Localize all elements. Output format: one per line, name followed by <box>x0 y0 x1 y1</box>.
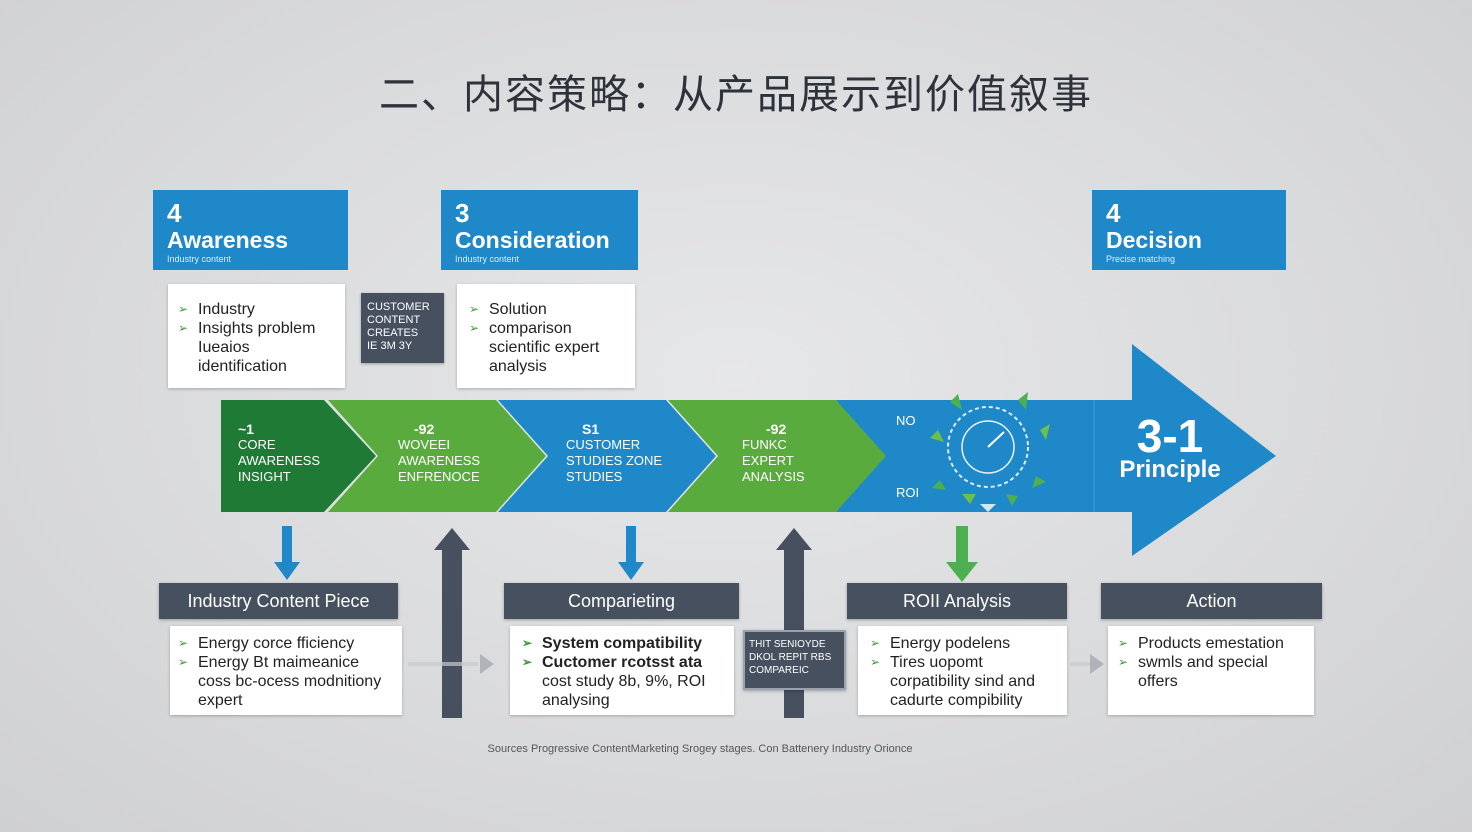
down-arrow-green <box>946 526 978 582</box>
down-arrow-blue-1 <box>274 526 300 580</box>
list-item: Solution <box>469 300 625 319</box>
tag-line: CONTENT <box>367 314 421 326</box>
list-item: Insights problem <box>178 319 335 338</box>
chevron-label-2: -92 WOVEEI AWARENESS ENFRENOCE <box>398 421 508 485</box>
chevron-number: -92 <box>766 421 787 437</box>
stage-name: Decision <box>1106 227 1202 253</box>
list-item: scientific expert <box>489 339 600 356</box>
stage-awareness-header: 4 Awareness Industry content <box>153 190 348 270</box>
roi-bottom-label: ROI <box>896 485 920 500</box>
list-item: cadurte compibility <box>890 692 1023 709</box>
list-item: Energy podelens <box>870 634 1061 653</box>
stage-number: 4 <box>167 198 182 228</box>
roi-analysis-header: ROII Analysis <box>847 583 1067 619</box>
list-item: corpatibility sind and <box>890 673 1035 690</box>
chevron-label-3: S1 CUSTOMER STUDIES ZONE STUDIES <box>566 421 686 485</box>
list-item: identification <box>198 358 287 375</box>
list-item: offers <box>1138 673 1178 690</box>
stage-subtitle: Industry content <box>455 254 520 264</box>
list-item: cost study 8b, 9%, ROI <box>542 673 706 690</box>
principle-word: Principle <box>1119 456 1221 483</box>
chevron-line: AWARENESS <box>398 453 481 468</box>
action-header: Action <box>1101 583 1322 619</box>
industry-content-piece-header: Industry Content Piece <box>159 583 398 619</box>
up-arrow-dark-1 <box>434 528 470 718</box>
stage-subtitle: Precise matching <box>1106 254 1176 264</box>
tag-line: IE 3M 3Y <box>367 340 413 352</box>
awareness-content-box: Industry Insights problem Iueaios identi… <box>168 284 345 388</box>
list-item: Products emestation <box>1118 634 1308 653</box>
chevron-line: ANALYSIS <box>742 469 805 484</box>
chevron-number: S1 <box>582 421 600 437</box>
list-item: expert <box>198 692 243 709</box>
list-item: analysing <box>542 692 610 709</box>
chevron-line: EXPERT <box>742 453 794 468</box>
comparison-tag: THIT SENIOYDE DKOL REPIT RBS COMPAREIC <box>743 630 846 690</box>
list-item: Tires uopomt <box>870 653 1061 672</box>
chevron-line: WOVEEI <box>398 437 451 452</box>
stage-name: Consideration <box>455 227 610 253</box>
chevron-line: FUNKC <box>742 437 787 452</box>
consideration-content-box: Solution comparison scientific expert an… <box>457 284 635 388</box>
down-arrow-blue-2 <box>618 526 644 580</box>
comparieting-header: Comparieting <box>504 583 739 619</box>
chevron-line: STUDIES <box>566 469 623 484</box>
chevron-line: ENFRENOCE <box>398 469 480 484</box>
list-item: analysis <box>489 358 547 375</box>
tag-line: CREATES <box>367 327 419 339</box>
list-item: Iueaios <box>198 339 250 356</box>
side-arrow-1 <box>408 654 494 674</box>
chevron-customer-studies <box>498 400 716 512</box>
chevron-line: STUDIES ZONE <box>566 453 663 468</box>
chevron-number: ~1 <box>238 421 254 437</box>
page-title: 二、内容策略：从产品展示到价值叙事 <box>379 72 1093 118</box>
chevron-expert-analysis <box>668 400 886 512</box>
stage-subtitle: Industry content <box>167 254 232 264</box>
source-note: Sources Progressive ContentMarketing Sro… <box>487 743 913 755</box>
chevron-number: -92 <box>414 421 435 437</box>
list-item: swmls and special <box>1118 653 1308 672</box>
chevron-label-4: -92 FUNKC EXPERT ANALYSIS <box>742 421 842 485</box>
customer-content-tag: CUSTOMER CONTENT CREATES IE 3M 3Y <box>361 293 444 363</box>
roi-gauge-icon <box>930 392 1050 512</box>
tag-line: THIT SENIOYDE <box>749 639 826 650</box>
list-item: Cuctomer rcotsst ata <box>522 653 728 672</box>
chevron-line: AWARENESS <box>238 453 321 468</box>
tag-line: DKOL REPIT RBS <box>749 652 832 663</box>
principle-arrow <box>836 344 1276 556</box>
list-item: coss bc-ocess modnitiony <box>198 673 382 690</box>
list-item: System compatibility <box>522 634 728 653</box>
principle-number: 3-1 <box>1136 410 1204 462</box>
stage-decision-header: 4 Decision Precise matching <box>1092 190 1286 270</box>
chevron-core-awareness <box>221 400 376 512</box>
chevron-line: INSIGHT <box>238 469 291 484</box>
side-arrow-2 <box>1070 654 1104 674</box>
list-item: comparison <box>469 319 625 338</box>
list-item: Energy corce fficiency <box>178 634 396 653</box>
chevron-woveei <box>328 400 546 512</box>
action-box: Products emestation swmls and special of… <box>1108 626 1314 715</box>
comparieting-box: System compatibility Cuctomer rcotsst at… <box>510 626 734 715</box>
list-item: Energy Bt maimeanice <box>178 653 396 672</box>
stage-name: Awareness <box>167 227 289 253</box>
industry-content-box: Energy corce fficiency Energy Bt maimean… <box>170 626 402 715</box>
tag-line: COMPAREIC <box>749 665 809 676</box>
roi-analysis-box: Energy podelens Tires uopomt corpatibili… <box>858 626 1067 715</box>
chevron-line: CUSTOMER <box>566 437 641 452</box>
roi-top-label: NO <box>896 413 916 428</box>
list-item: Industry <box>178 300 335 319</box>
chevron-line: CORE <box>238 437 276 452</box>
stage-consideration-header: 3 Consideration Industry content <box>441 190 638 270</box>
chevron-label-1: ~1 CORE AWARENESS INSIGHT <box>238 421 338 485</box>
tag-line: CUSTOMER <box>367 301 430 313</box>
stage-number: 4 <box>1106 198 1121 228</box>
stage-number: 3 <box>455 198 470 228</box>
